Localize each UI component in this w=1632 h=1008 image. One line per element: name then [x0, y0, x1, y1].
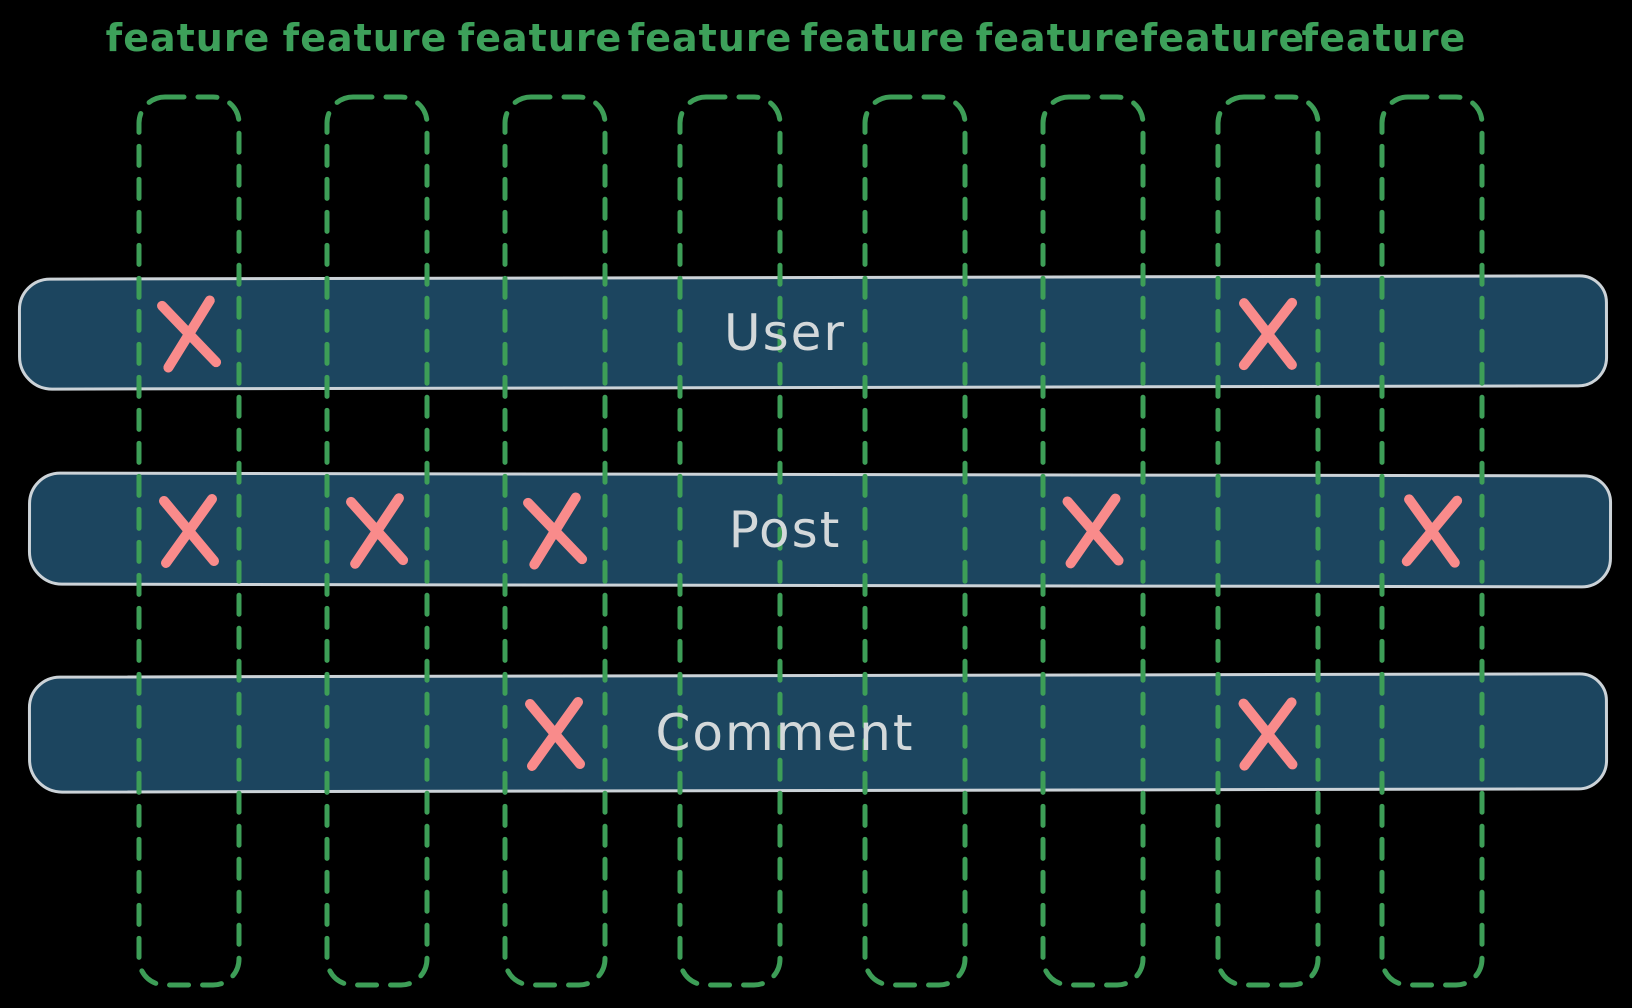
x-mark	[1238, 297, 1298, 370]
x-mark	[157, 294, 222, 373]
feature-column-outline	[862, 94, 968, 988]
feature-column-outline	[677, 94, 783, 988]
feature-column-label: feature	[1140, 16, 1306, 60]
entity-row-label: Post	[728, 501, 842, 559]
feature-column-label: feature	[975, 16, 1141, 60]
feature-column-label: feature	[282, 16, 448, 60]
feature-column-outline	[324, 94, 430, 988]
entity-row-label: Comment	[655, 704, 915, 762]
feature-column-outline	[502, 94, 608, 988]
x-mark	[346, 493, 409, 569]
feature-column-label: feature	[105, 16, 271, 60]
feature-column-outline	[1040, 94, 1146, 988]
feature-column-label: feature	[800, 16, 966, 60]
feature-column-outline	[1379, 94, 1485, 988]
x-mark	[525, 697, 585, 771]
entity-row-label: User	[724, 303, 846, 362]
x-mark	[1062, 493, 1124, 569]
x-mark	[523, 492, 588, 570]
feature-column-label: feature	[627, 16, 793, 60]
x-mark	[1238, 697, 1298, 771]
feature-column-outline	[1215, 94, 1321, 988]
x-mark	[1401, 494, 1463, 568]
x-mark	[159, 494, 219, 568]
feature-column-label: feature	[457, 16, 623, 60]
feature-column-label: feature	[1301, 16, 1467, 60]
feature-column-outline	[136, 94, 242, 988]
